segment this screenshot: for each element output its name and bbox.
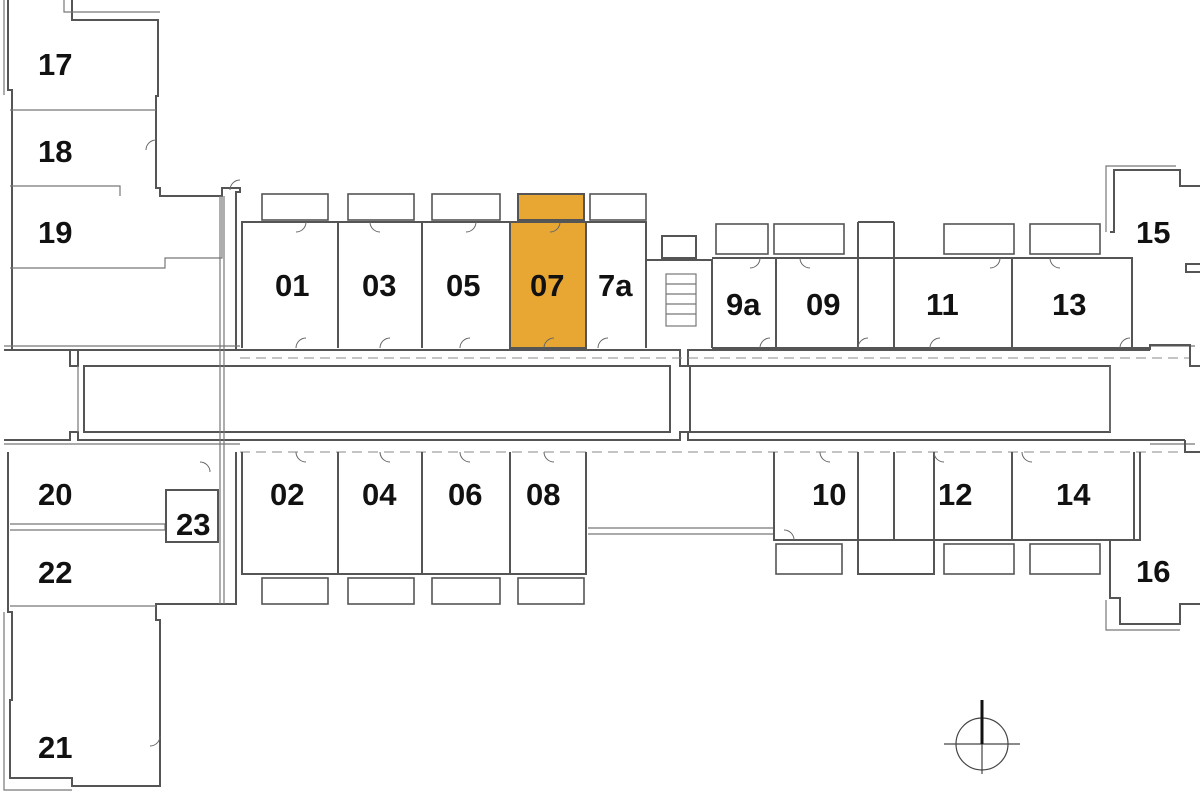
- door-swings: [145, 139, 1131, 747]
- room-label-08[interactable]: 08: [526, 477, 560, 512]
- room-label-17[interactable]: 17: [38, 47, 72, 82]
- room-label-22[interactable]: 22: [38, 555, 72, 590]
- room-label-12[interactable]: 12: [938, 477, 972, 512]
- room-label-10[interactable]: 10: [812, 477, 846, 512]
- room-label-13[interactable]: 13: [1052, 287, 1086, 322]
- room-labels: 17 18 19 01 03 05 07 7a 9a 09 11 13 15 2…: [38, 47, 1170, 765]
- south-row: [241, 452, 1135, 605]
- building-outline: [3, 0, 1200, 791]
- room-label-20[interactable]: 20: [38, 477, 72, 512]
- room-label-9a[interactable]: 9a: [726, 287, 761, 322]
- room-07-highlight[interactable]: [509, 193, 587, 349]
- room-label-03[interactable]: 03: [362, 268, 396, 303]
- room-label-04[interactable]: 04: [362, 477, 397, 512]
- room-label-18[interactable]: 18: [38, 134, 72, 169]
- north-row: [241, 193, 1150, 349]
- room-label-07[interactable]: 07: [530, 268, 564, 303]
- room-label-21[interactable]: 21: [38, 730, 72, 765]
- north-arrow-icon: [944, 700, 1020, 774]
- room-label-06[interactable]: 06: [448, 477, 482, 512]
- room-label-16[interactable]: 16: [1136, 554, 1170, 589]
- room-label-05[interactable]: 05: [446, 268, 480, 303]
- room-label-02[interactable]: 02: [270, 477, 304, 512]
- room-label-01[interactable]: 01: [275, 268, 309, 303]
- room-label-23[interactable]: 23: [176, 507, 210, 542]
- room-label-11[interactable]: 11: [926, 287, 959, 322]
- left-wing: [10, 109, 225, 607]
- room-label-15[interactable]: 15: [1136, 215, 1170, 250]
- room-label-14[interactable]: 14: [1056, 477, 1091, 512]
- room-label-09[interactable]: 09: [806, 287, 840, 322]
- room-label-19[interactable]: 19: [38, 215, 72, 250]
- room-label-7a[interactable]: 7a: [598, 268, 633, 303]
